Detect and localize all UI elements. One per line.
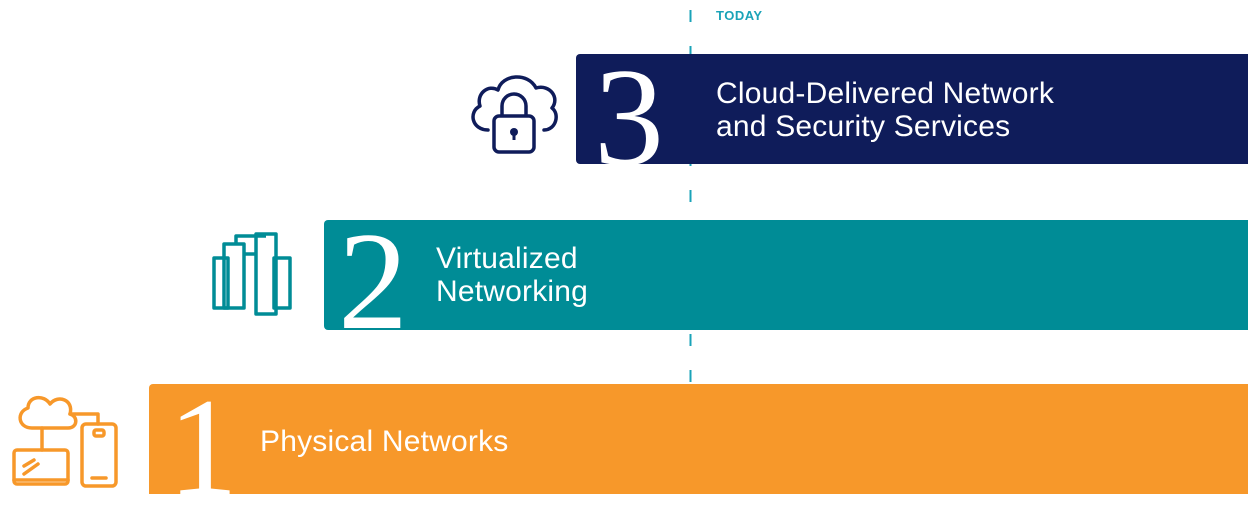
stage-2-label-line-2: Networking	[436, 275, 589, 308]
cloud-devices-icon	[12, 395, 118, 488]
cloud-lock-icon	[471, 75, 558, 154]
stage-1-bar	[149, 384, 1248, 494]
stage-3-label-line-2: and Security Services	[716, 110, 1011, 143]
stage-1-number: 1	[168, 370, 238, 525]
server-columns-icon	[212, 232, 292, 316]
stage-2-label: Virtualized Networking	[436, 242, 588, 308]
stage-1-label: Physical Networks	[260, 425, 509, 458]
stage-3-bar	[576, 54, 1248, 164]
today-marker-label: TODAY	[716, 8, 763, 23]
stage-3-label-line-1: Cloud-Delivered Network	[716, 77, 1055, 110]
stage-2-bar	[324, 220, 1248, 330]
stage-3-number: 3	[594, 40, 664, 195]
stage-2-label-line-1: Virtualized	[436, 242, 578, 275]
stage-2-number: 2	[338, 204, 408, 359]
stage-3-label: Cloud-Delivered Network and Security Ser…	[716, 77, 1054, 143]
